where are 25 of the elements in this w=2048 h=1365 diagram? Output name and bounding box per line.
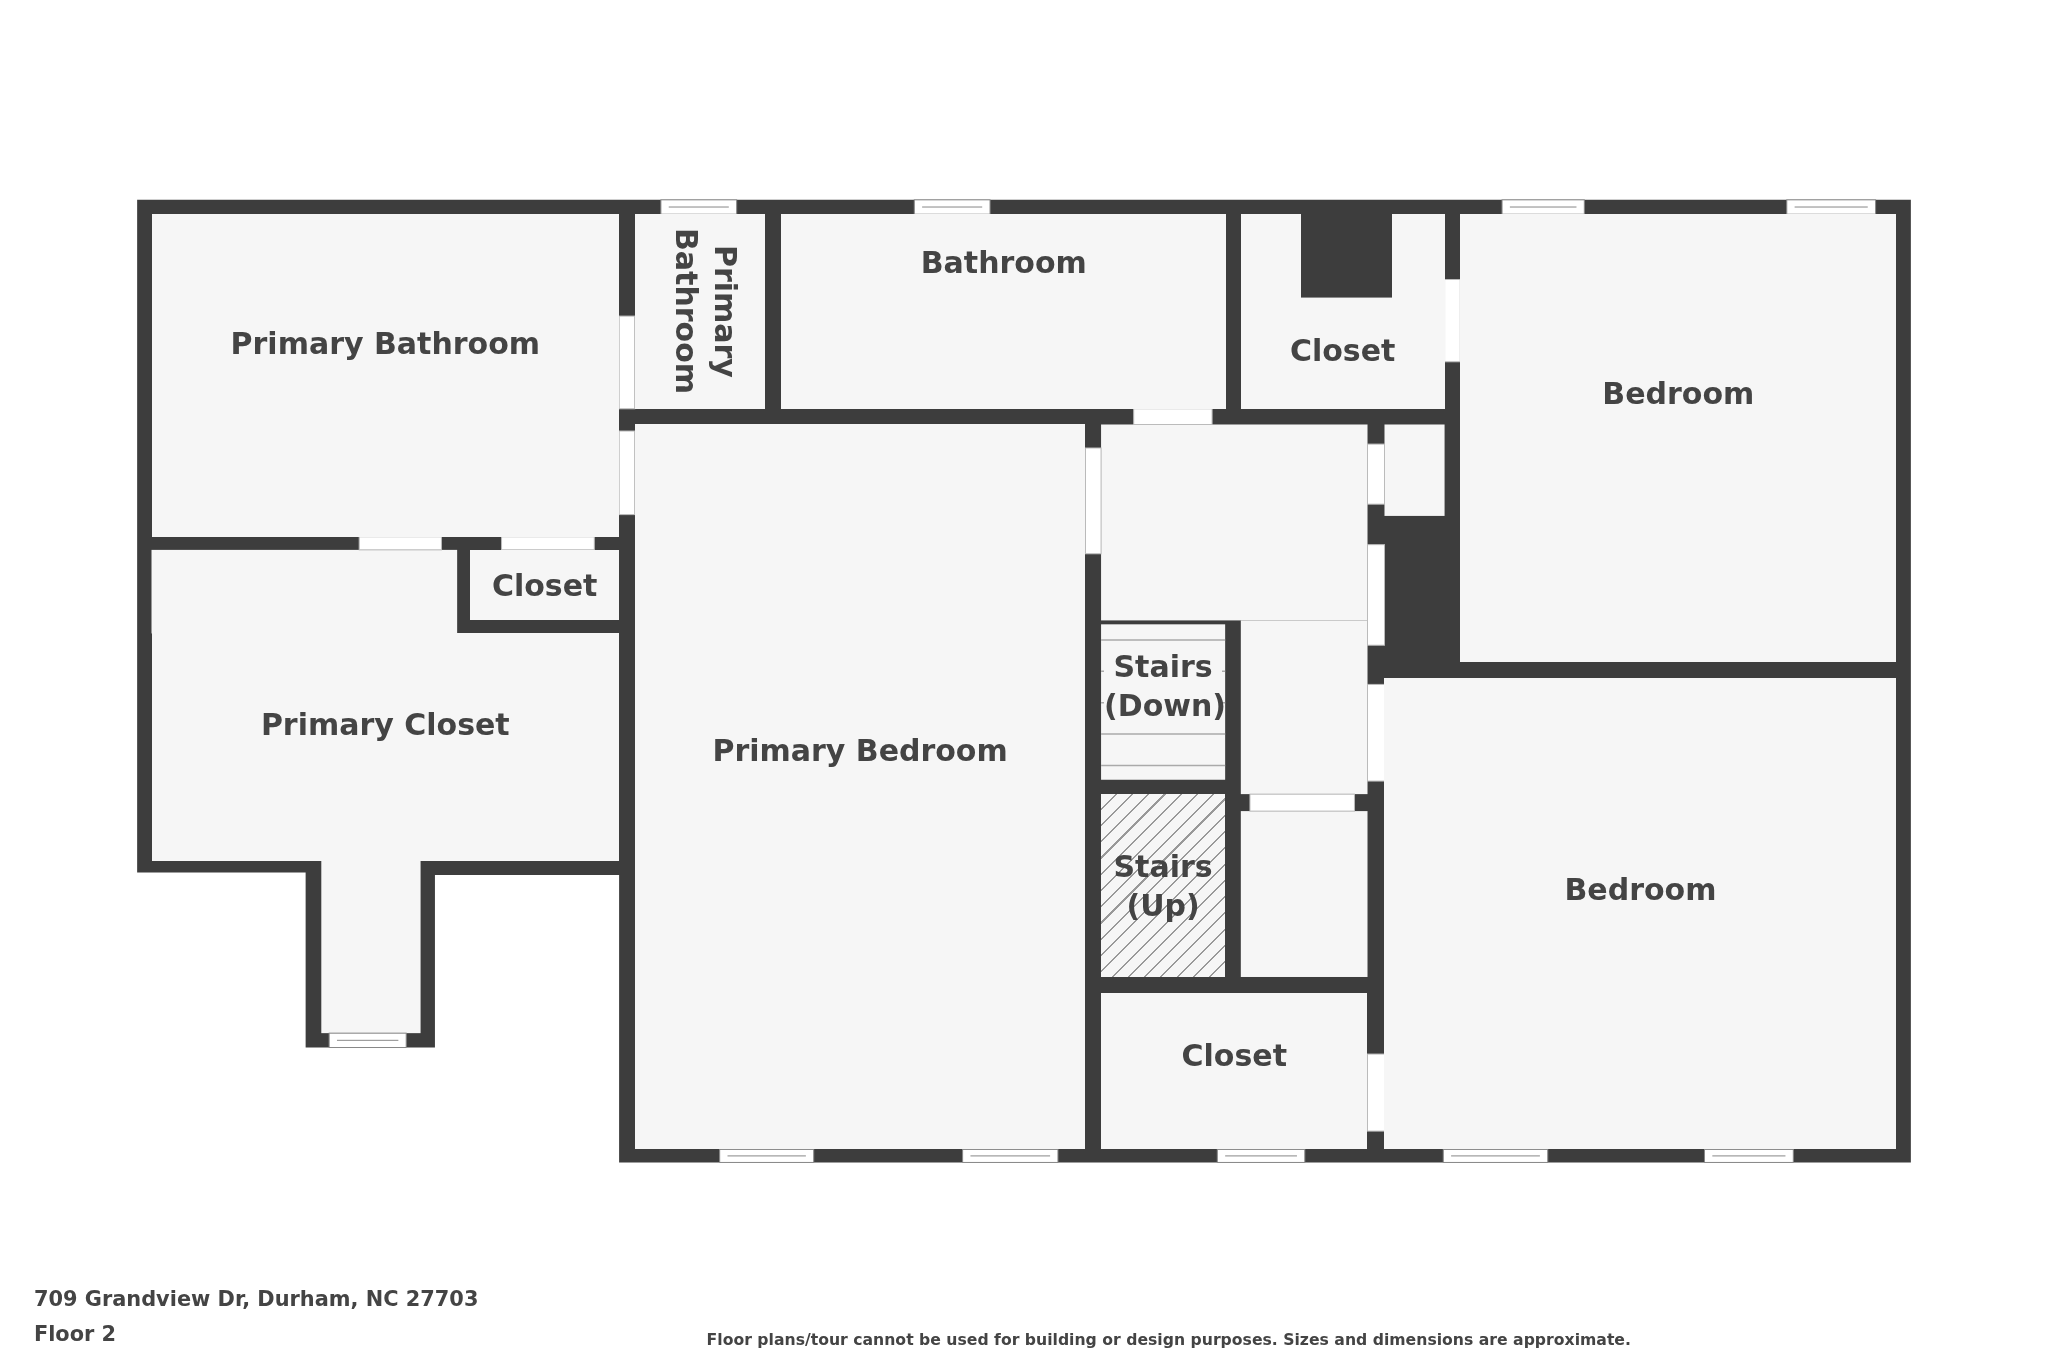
room-area [1101, 794, 1226, 977]
room-area [151, 633, 620, 861]
room-label: Closet [1181, 1036, 1287, 1075]
room-label: Closet [491, 566, 598, 605]
room-area [1384, 677, 1897, 1150]
room-label: Bedroom [1564, 871, 1717, 910]
room-label: Primary Closet [260, 705, 510, 744]
floor-label: Floor 2 [33, 1321, 117, 1346]
room-label: Primary Bedroom [712, 732, 1008, 771]
room-label: Primary Bathroom [668, 227, 745, 397]
room-area [470, 549, 620, 621]
room-area [1240, 214, 1445, 409]
room-label: Primary Bathroom [230, 324, 540, 363]
room-area [634, 214, 766, 409]
room-label: Closet [1289, 331, 1396, 370]
room-area [634, 424, 1086, 1150]
room-area [781, 214, 1227, 409]
room-label: Bedroom [1602, 374, 1755, 413]
room-label: Stairs (Up) [1112, 847, 1214, 925]
disclaimer-text: Floor plans/tour cannot be used for building or design purposes. Sizes and dimensions are approximate. [706, 1329, 1631, 1349]
room-area [1460, 214, 1897, 663]
room-area [1101, 992, 1368, 1150]
room-area [151, 214, 620, 537]
address-text: 709 Grandview Dr, Durham, NC 27703 [33, 1286, 479, 1311]
room-label: Bathroom [920, 244, 1087, 283]
